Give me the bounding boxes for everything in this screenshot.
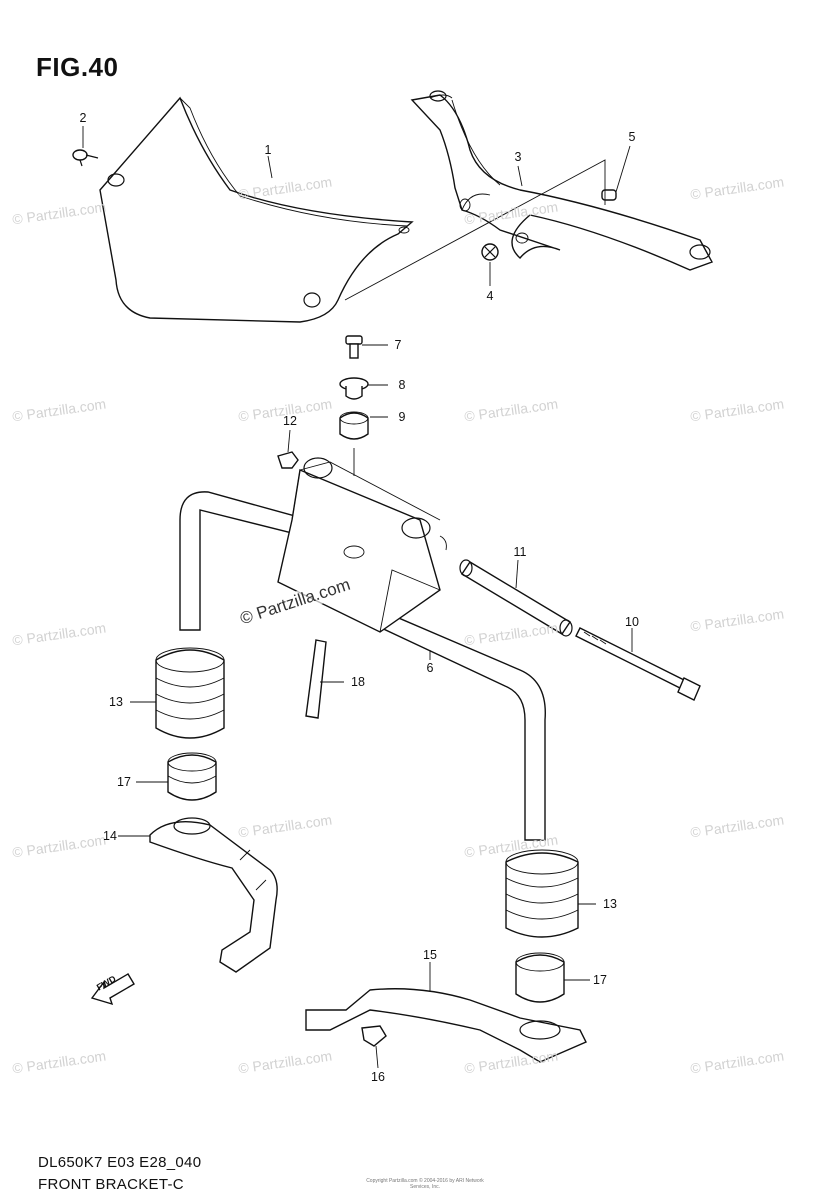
- callout-13-left[interactable]: 13: [109, 695, 123, 709]
- part-18-plate[interactable]: [305, 639, 327, 719]
- callout-10[interactable]: 10: [625, 615, 639, 629]
- part-13-left-stack[interactable]: [155, 647, 225, 739]
- callout-5[interactable]: 5: [628, 130, 636, 144]
- part-8-collar[interactable]: [339, 377, 369, 400]
- section-name: FRONT BRACKET-C: [38, 1176, 184, 1193]
- part-16-bolt[interactable]: [361, 1025, 387, 1047]
- model-code: DL650K7 E03 E28_040: [38, 1154, 202, 1171]
- part-4-screw[interactable]: [481, 243, 499, 261]
- callout-4[interactable]: 4: [486, 289, 494, 303]
- copyright-notice: Copyright Partzilla.com © 2004-2016 by A…: [366, 1178, 484, 1190]
- part-10-long-bolt[interactable]: [575, 627, 701, 701]
- part-12-nut[interactable]: [277, 451, 299, 469]
- part-2-clip[interactable]: [72, 149, 99, 167]
- callout-12[interactable]: 12: [283, 414, 297, 428]
- part-5-grommet[interactable]: [601, 189, 617, 201]
- part-9-cushion[interactable]: [339, 411, 369, 440]
- callout-9[interactable]: 9: [398, 410, 406, 424]
- part-17-left-cushion[interactable]: [167, 752, 217, 801]
- fwd-arrow-icon: [90, 973, 135, 1006]
- callout-17-left[interactable]: 17: [117, 775, 131, 789]
- figure-title: FIG.40: [36, 52, 119, 82]
- part-15-right-bracket[interactable]: [305, 988, 587, 1063]
- part-14-left-bracket[interactable]: [149, 817, 278, 973]
- part-1-cover[interactable]: [99, 96, 414, 323]
- callout-7[interactable]: 7: [394, 338, 402, 352]
- part-7-bolt[interactable]: [345, 335, 363, 359]
- callout-13-right[interactable]: 13: [603, 897, 617, 911]
- part-6-tube-frame[interactable]: [179, 491, 546, 841]
- callout-11[interactable]: 11: [513, 545, 527, 559]
- part-13-right-stack[interactable]: [505, 849, 579, 938]
- callout-3[interactable]: 3: [514, 150, 522, 164]
- callout-17-right[interactable]: 17: [593, 973, 607, 987]
- callout-18[interactable]: 18: [351, 675, 365, 689]
- leader-lines: [82, 126, 633, 1069]
- callout-14[interactable]: 14: [103, 829, 117, 843]
- part-3-bracket[interactable]: [410, 90, 714, 271]
- callout-2[interactable]: 2: [79, 111, 87, 125]
- callout-8[interactable]: 8: [398, 378, 406, 392]
- callout-16[interactable]: 16: [371, 1070, 385, 1084]
- callout-1[interactable]: 1: [264, 143, 272, 157]
- part-17-right-cushion[interactable]: [515, 952, 565, 1003]
- callout-15[interactable]: 15: [423, 948, 437, 962]
- part-11-sleeve[interactable]: [459, 559, 573, 637]
- callout-6[interactable]: 6: [426, 661, 434, 675]
